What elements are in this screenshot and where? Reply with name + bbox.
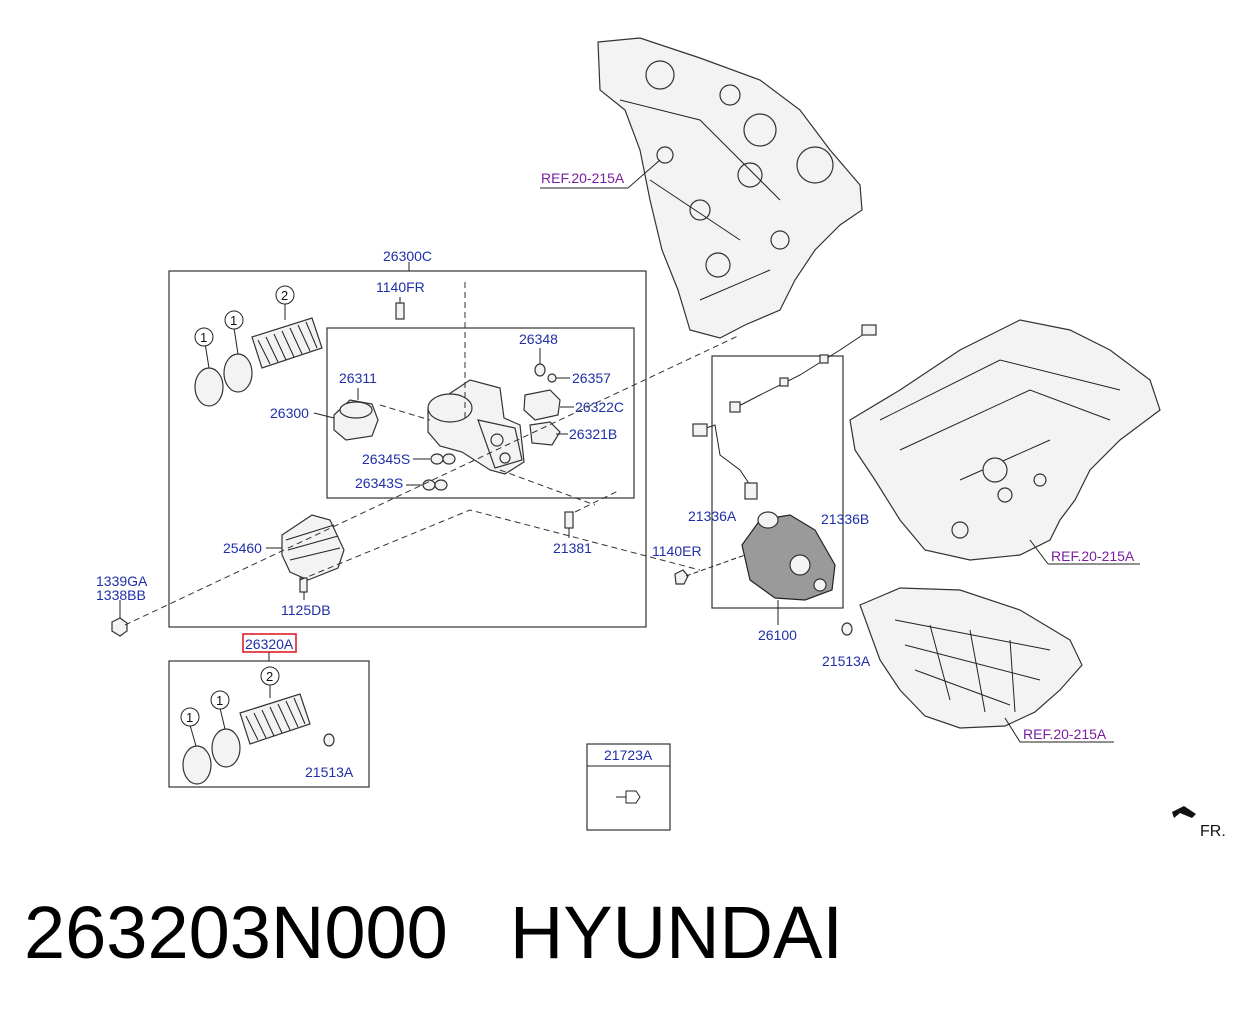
callout-25460[interactable]: 25460 (223, 540, 262, 556)
oil-pump-drawing (741, 511, 836, 601)
ref-pan-label[interactable]: REF.20-215A (1023, 726, 1107, 742)
ref-cover-label[interactable]: REF.20-215A (541, 170, 625, 186)
parts-diagram: REF.20-215A 26300C 1 1 2 1140FR 26311 26… (96, 37, 1226, 840)
callout-26320A[interactable]: 26320A (245, 636, 294, 652)
bolt-21381-drawing (564, 511, 574, 538)
ref-cover-leader (627, 159, 661, 189)
circle-num-1a: 1 (200, 330, 207, 345)
orings-26343S-drawing (422, 479, 448, 491)
filter-housing-drawing (427, 379, 525, 475)
callout-26357[interactable]: 26357 (572, 370, 611, 386)
bolt-1125DB-drawing (299, 577, 308, 600)
sensor-harness-drawing (692, 324, 877, 500)
box-26320A (168, 660, 370, 788)
ref-block-leader (1029, 539, 1049, 565)
callout-26322C[interactable]: 26322C (575, 399, 624, 415)
callout-21336B[interactable]: 21336B (821, 511, 869, 527)
gasket-26322C-drawing (523, 389, 561, 421)
oring-21513A-left-drawing (323, 733, 335, 747)
bolt-1140FR-drawing (395, 297, 405, 320)
circle-num-1d: 1 (216, 693, 223, 708)
circle-num-2a: 2 (281, 288, 288, 303)
nut-1339GA-drawing (111, 617, 128, 637)
callout-21723A[interactable]: 21723A (604, 747, 653, 763)
bolt-1140ER-drawing (674, 554, 746, 585)
dash-main-b (299, 509, 701, 581)
callout-21381[interactable]: 21381 (553, 540, 592, 556)
gasket-26321B-drawing (529, 421, 561, 446)
callout-26300[interactable]: 26300 (270, 405, 309, 421)
callout-26311[interactable]: 26311 (339, 370, 377, 386)
sub-box-housing (326, 327, 635, 499)
callout-1339GA[interactable]: 1339GA (96, 573, 148, 589)
callout-26321B[interactable]: 26321B (569, 426, 617, 442)
callout-26343S[interactable]: 26343S (355, 475, 403, 491)
callout-1338BB[interactable]: 1338BB (96, 587, 146, 603)
housing-dash-a (379, 404, 431, 421)
front-direction-label: FR. (1200, 823, 1226, 840)
oring-26348-drawing (534, 363, 546, 377)
assembly-box-26300C (168, 270, 647, 628)
timing-cover-drawing (597, 37, 863, 339)
ref-pan-leader (1004, 717, 1021, 743)
ring-26357-drawing (547, 373, 557, 383)
oring-21513A-right-drawing (841, 622, 853, 636)
brand-name: HYUNDAI (509, 891, 843, 974)
cylinder-block-drawing (849, 319, 1161, 561)
filter-element-lower (180, 666, 311, 785)
callout-26300C[interactable]: 26300C (383, 248, 432, 264)
callout-1125DB[interactable]: 1125DB (281, 602, 331, 618)
callout-1140ER[interactable]: 1140ER (652, 543, 702, 559)
callout-26348[interactable]: 26348 (519, 331, 558, 347)
circle-num-1b: 1 (230, 313, 237, 328)
callout-1140FR[interactable]: 1140FR (376, 279, 425, 295)
callout-21513A-right[interactable]: 21513A (822, 653, 871, 669)
callout-21513A-left[interactable]: 21513A (305, 764, 354, 780)
oil-pan-drawing (859, 587, 1083, 729)
caption: 263203N000 HYUNDAI (24, 888, 843, 978)
callout-21336A[interactable]: 21336A (688, 508, 737, 524)
clip-21723A-drawing (616, 790, 641, 804)
callout-26345S[interactable]: 26345S (362, 451, 410, 467)
diagram-canvas: REF.20-215A 26300C 1 1 2 1140FR 26311 26… (96, 37, 1226, 840)
oil-cooler-drawing (281, 514, 345, 581)
ref-block-label[interactable]: REF.20-215A (1051, 548, 1135, 564)
box-21723A (586, 743, 671, 831)
callout-26100[interactable]: 26100 (758, 627, 797, 643)
front-arrow-icon (1172, 806, 1196, 818)
filter-cap-drawing (313, 388, 379, 441)
filter-element-upper (194, 285, 323, 407)
dash-main-a (124, 334, 741, 626)
orings-26345S-drawing (430, 453, 456, 465)
dash-21381 (499, 469, 621, 513)
part-number: 263203N000 (24, 891, 448, 974)
circle-num-1c: 1 (186, 710, 193, 725)
circle-num-2b: 2 (266, 669, 273, 684)
